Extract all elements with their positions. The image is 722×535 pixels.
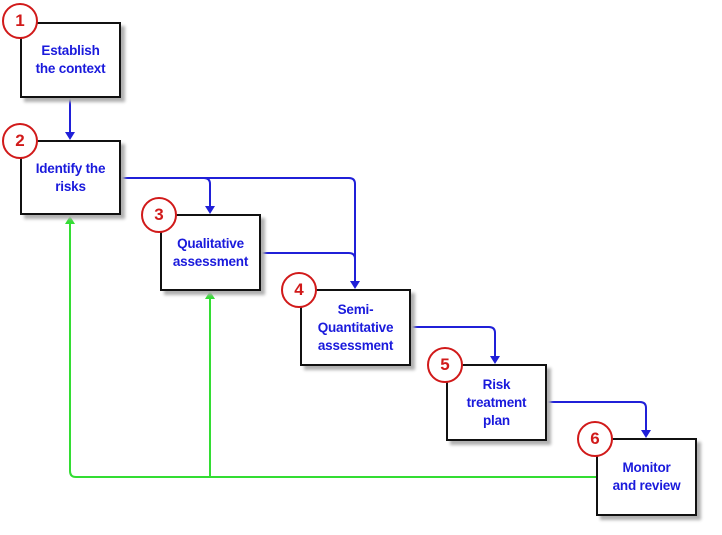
arrow-4-to-5-head [490, 356, 500, 364]
arrow-1-to-2-head [65, 132, 75, 140]
step-3-label: Qualitative assessment [172, 235, 249, 269]
step-4-label: Semi- Quantitative assessment [317, 301, 394, 353]
arrow-4-to-5 [410, 326, 496, 358]
step-5-label: Risk treatment plan [466, 376, 527, 428]
step-6-label: Monitor and review [612, 460, 681, 493]
arrow-3-to-4 [260, 252, 356, 283]
arrow-2-to-4 [120, 177, 356, 283]
step-1-box: Establish the context [20, 22, 121, 98]
step-2-box: Identify the risks [20, 140, 121, 215]
step-6-box: Monitor and review [596, 438, 697, 516]
step-2-number-badge: 2 [2, 123, 38, 159]
step-1-label: Establish the context [35, 43, 106, 76]
step-2-label: Identify the risks [35, 160, 106, 194]
feedback-6-to-2 [69, 222, 597, 478]
arrow-to-4-head [350, 281, 360, 289]
feedback-6-to-3-head [205, 291, 215, 299]
step-5-box: Risk treatment plan [446, 364, 547, 441]
step-5-number-badge: 5 [427, 347, 463, 383]
step-1-number-badge: 1 [2, 3, 38, 39]
step-3-number-badge: 3 [141, 197, 177, 233]
step-6-number-badge: 6 [577, 421, 613, 457]
step-4-box: Semi- Quantitative assessment [300, 289, 411, 366]
step-4-number-badge: 4 [281, 272, 317, 308]
arrow-5-to-6 [546, 401, 647, 432]
step-3-box: Qualitative assessment [160, 214, 261, 291]
feedback-6-to-2-head [65, 216, 75, 224]
arrow-5-to-6-head [641, 430, 651, 438]
arrow-2-to-3-head [205, 206, 215, 214]
